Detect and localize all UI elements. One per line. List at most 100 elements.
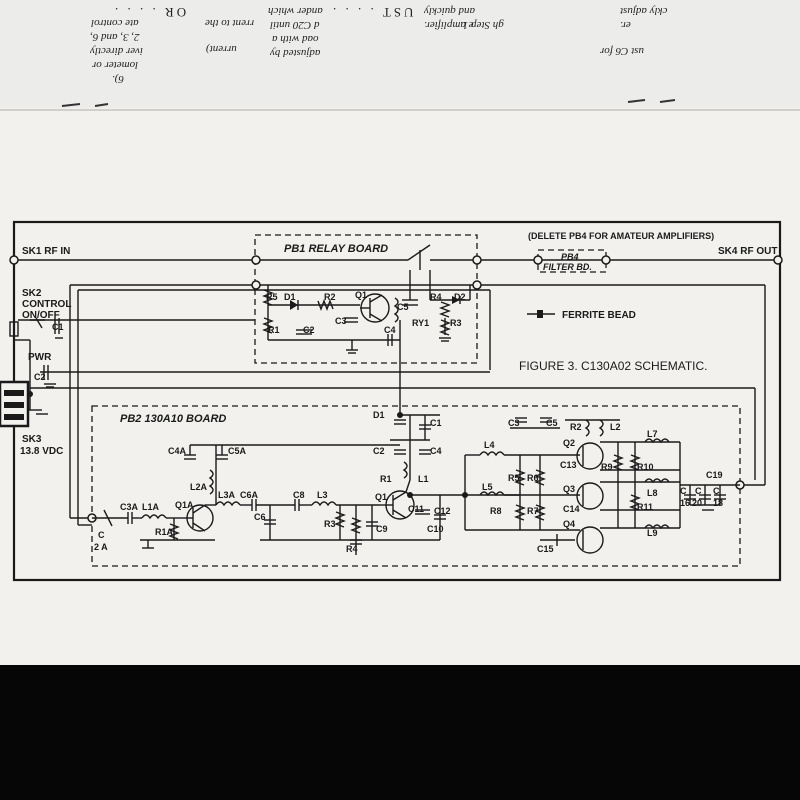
pb2-c15: C15 xyxy=(537,544,554,554)
pb2-c3: C3 xyxy=(508,418,520,428)
pb1-r1: R1 xyxy=(268,325,280,335)
pb2-d1: D1 xyxy=(373,410,385,420)
reverse-line: OR . . . . xyxy=(112,5,187,20)
pb2-r2: R2 xyxy=(570,422,582,432)
sk2-control-label: CONTROL xyxy=(22,299,71,310)
sk4-label: SK4 RF OUT xyxy=(718,246,777,257)
pb2-c17: C xyxy=(695,486,702,496)
c1-main-label: C1 xyxy=(52,322,64,332)
pb2-c18-a: C xyxy=(713,486,720,496)
reverse-line: 6). xyxy=(112,73,124,85)
reverse-line: lometer or xyxy=(92,59,139,71)
pb2-c6a: C6A xyxy=(240,490,259,500)
reverse-line: adjusted by xyxy=(270,47,321,59)
pb1-circuit xyxy=(262,270,471,354)
pb2-r11: R11 xyxy=(637,502,653,512)
pwr-label: PWR xyxy=(28,352,52,363)
sk2-label: SK2 xyxy=(22,288,42,299)
pb2-q1a: Q1A xyxy=(175,500,194,510)
pb2-c16-b: 16 xyxy=(680,498,690,508)
pb2-c5a: C5A xyxy=(228,446,247,456)
reverse-line: ust C6 for xyxy=(600,45,645,57)
reverse-line: ander which xyxy=(268,5,323,17)
pb1-c3: C3 xyxy=(335,316,347,326)
pb1-c4: C4 xyxy=(384,325,396,335)
reverse-page xyxy=(0,0,800,110)
pb2-c2: C2 xyxy=(373,446,385,456)
pb2-c16-a: C xyxy=(680,486,687,496)
pb2-c9: C9 xyxy=(376,524,388,534)
ferrite-bead-legend xyxy=(527,310,555,318)
pb2-title: PB2 130A10 BOARD xyxy=(120,413,226,425)
pb1-title: PB1 RELAY BOARD xyxy=(284,243,388,255)
pb1-r3: R3 xyxy=(450,318,462,328)
pb2-r6: R6 xyxy=(527,473,539,483)
pb2-l3a: L3A xyxy=(218,490,236,500)
sk3-label: SK3 xyxy=(22,434,42,445)
sk2-onoff-label: ON/OFF xyxy=(22,310,60,321)
pb2-r3: R3 xyxy=(324,519,336,529)
pb4-filter-board xyxy=(537,249,607,273)
pb4-title: PB4 xyxy=(561,252,579,262)
background-black xyxy=(0,665,800,800)
reverse-line: UST . . . . xyxy=(330,5,414,20)
pb2-c14: C14 xyxy=(563,504,580,514)
pb1-r2: R2 xyxy=(324,292,336,302)
pb2-c2a-1: C xyxy=(98,530,105,540)
pb1-q1: Q1 xyxy=(355,290,367,300)
pb2-r1a: R1A xyxy=(155,527,174,537)
pb1-d1: D1 xyxy=(284,292,296,302)
pb4-note: (DELETE PB4 FOR AMATEUR AMPLIFIERS) xyxy=(528,231,714,241)
pb2-l1: L1 xyxy=(418,474,429,484)
reverse-line: and quickly xyxy=(424,5,476,17)
pb2-q1: Q1 xyxy=(375,492,387,502)
reverse-line: 2, 3, and 6, xyxy=(90,31,140,43)
figure-caption: FIGURE 3. C130A02 SCHEMATIC. xyxy=(519,359,708,373)
pb2-l1a: L1A xyxy=(142,502,160,512)
pb1-relay-board xyxy=(254,234,478,364)
pb2-circuit xyxy=(92,414,740,555)
pb2-c20: 20 xyxy=(692,498,702,508)
reverse-line: er. xyxy=(620,19,631,31)
pb2-l2: L2 xyxy=(610,422,621,432)
reverse-line: iver directly xyxy=(90,45,144,57)
pb2-r10: R10 xyxy=(637,462,654,472)
reverse-line: e amplifier. xyxy=(424,19,474,31)
pb2-r5: R5 xyxy=(508,473,520,483)
pb1-ry1: RY1 xyxy=(412,318,429,328)
pb2-l5: L5 xyxy=(482,482,493,492)
pb2-c6: C6 xyxy=(254,512,266,522)
pb2-c4a: C4A xyxy=(168,446,187,456)
pb2-c19: C19 xyxy=(706,470,723,480)
pb2-q3: Q3 xyxy=(563,484,575,494)
sk3-voltage-label: 13.8 VDC xyxy=(20,446,63,457)
pb2-c4: C4 xyxy=(430,446,442,456)
pb2-c5: C5 xyxy=(546,418,558,428)
pb2-c12: C12 xyxy=(434,506,451,516)
pb2-l7: L7 xyxy=(647,429,658,439)
pb2-r1: R1 xyxy=(380,474,392,484)
pb2-l2a: L2A xyxy=(190,482,208,492)
reverse-line: rrent to the xyxy=(205,17,255,29)
pb2-c2a-2: 2 A xyxy=(94,542,108,552)
ferrite-bead-label: FERRITE BEAD xyxy=(562,310,636,321)
pb2-c18-b: 18 xyxy=(713,498,723,508)
pb2-l8: L8 xyxy=(647,488,658,498)
pb1-c2: C2 xyxy=(303,325,315,335)
pb2-c1: C1 xyxy=(430,418,442,428)
pb2-r9: R9 xyxy=(601,462,613,472)
pb2-q4: Q4 xyxy=(563,519,575,529)
pb1-r5: R5 xyxy=(266,292,278,302)
pb2-q2: Q2 xyxy=(563,438,575,448)
pb1-r4: R4 xyxy=(430,292,442,302)
pb2-l9: L9 xyxy=(647,528,658,538)
pb1-c5: C5 xyxy=(397,302,409,312)
reverse-line: ckly adjust xyxy=(620,5,668,17)
pb1-d2: D2 xyxy=(454,292,466,302)
pb2-c11: C11 xyxy=(408,504,424,514)
staple-marks xyxy=(61,99,676,107)
pb2-l3: L3 xyxy=(317,490,328,500)
pb2-c3a: C3A xyxy=(120,502,139,512)
c2-main-label: C2 xyxy=(34,372,46,382)
